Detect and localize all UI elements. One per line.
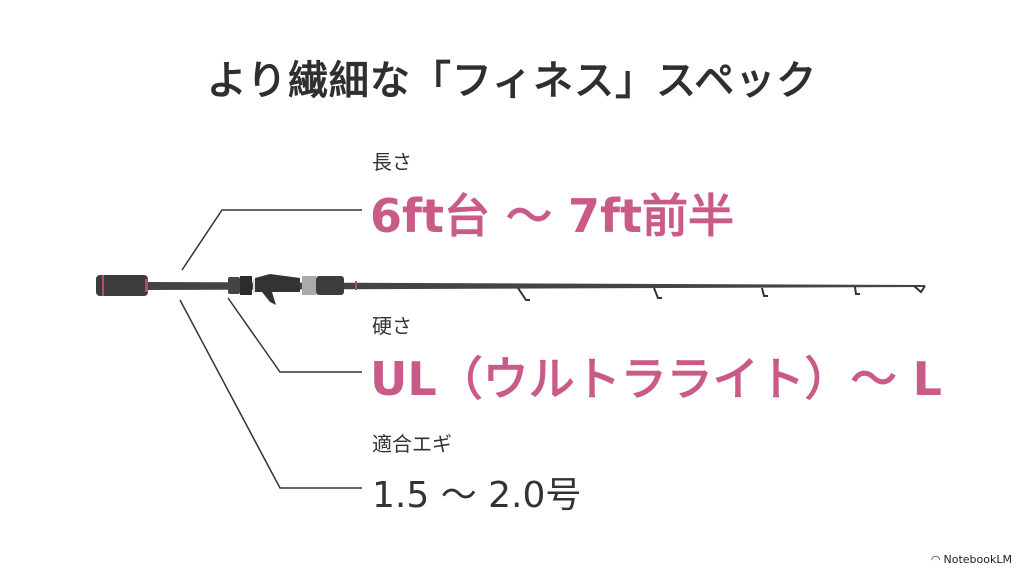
spec-label-egi: 適合エギ (372, 432, 452, 456)
watermark-text: NotebookLM (943, 553, 1012, 566)
fore-grip (316, 276, 344, 295)
spec-value-hardness: UL（ウルトラライト）～ L (370, 352, 942, 406)
hood (302, 276, 316, 295)
spec-label-length: 長さ (372, 150, 412, 174)
notebooklm-logo-icon: ◠ (930, 553, 941, 566)
watermark: ◠ NotebookLM (931, 553, 1012, 566)
trigger (255, 274, 300, 305)
spec-value-length: 6ft台 ～ 7ft前半 (370, 189, 735, 243)
reel-seat (240, 276, 252, 295)
rod-guides (517, 285, 926, 301)
rear-grip (96, 275, 148, 296)
callout-line-hardness (227, 297, 362, 373)
page-title: より繊細な「フィネス」スペック (206, 58, 818, 104)
spec-label-hardness: 硬さ (372, 314, 412, 338)
callout-line-length (181, 209, 362, 271)
callout-lines (179, 209, 362, 489)
callout-line-egi (179, 299, 362, 489)
fishing-rod (96, 274, 926, 305)
spec-value-egi: 1.5 ～ 2.0号 (372, 475, 582, 516)
